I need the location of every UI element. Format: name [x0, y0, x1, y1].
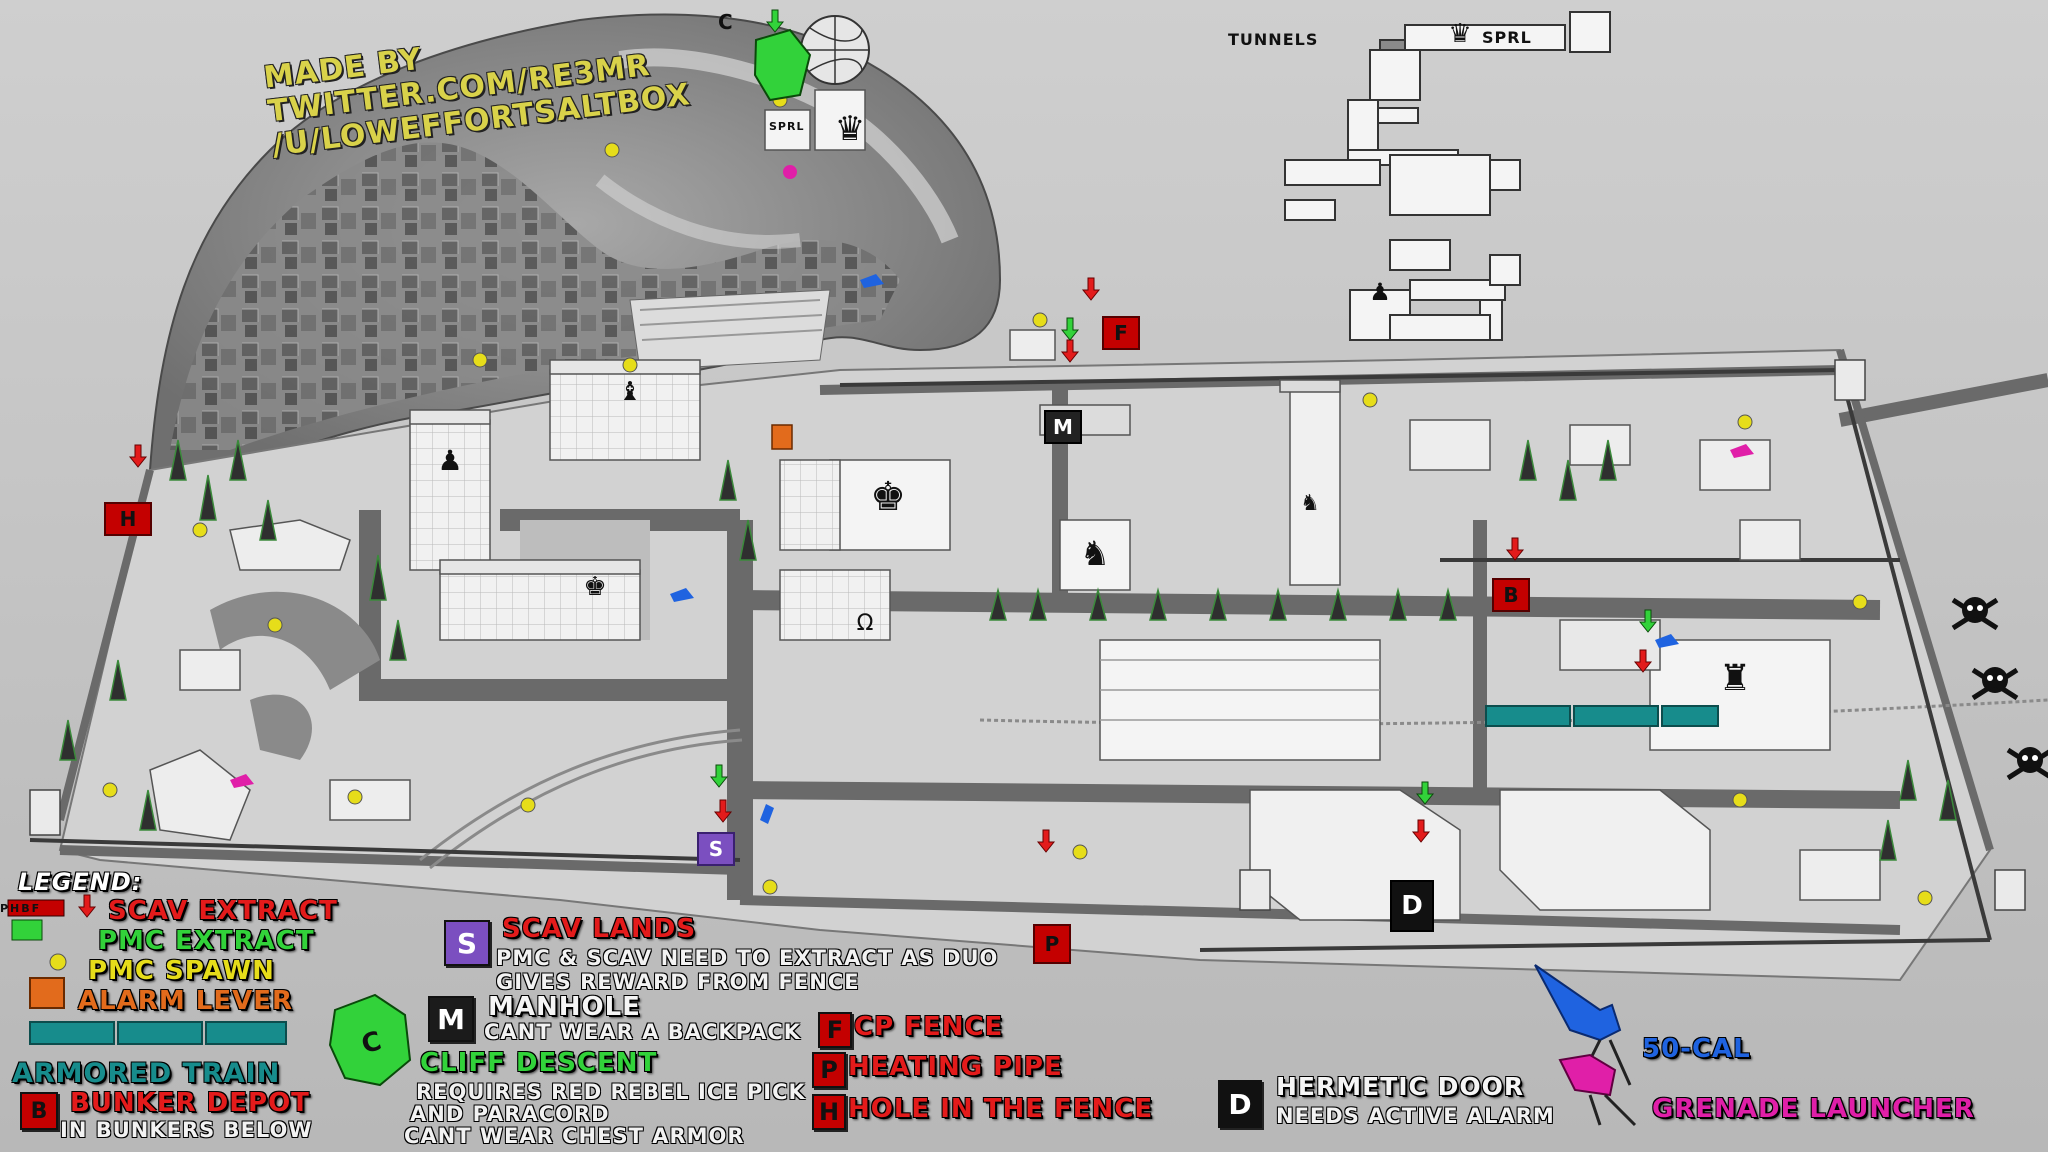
pmc-spawn-markers — [102, 92, 1933, 906]
map-marker-f: F — [1102, 316, 1140, 350]
legend-scav-lands-sub1: PMC & SCAV NEED TO EXTRACT AS DUO — [496, 946, 999, 970]
legend-armored-train: ARMORED TRAIN — [12, 1058, 281, 1089]
svg-text:♟: ♟ — [437, 444, 462, 477]
legend-scav-lands: SCAV LANDS — [502, 914, 696, 944]
legend-manhole-sub: CANT WEAR A BACKPACK — [484, 1020, 802, 1044]
fences — [29, 368, 1992, 952]
legend-scav-lands-text: SCAV LANDS — [502, 914, 697, 944]
map-marker-h: H — [104, 502, 152, 536]
legend-mini-icons: PHBF — [0, 902, 42, 915]
legend-cliff-descent: CLIFF DESCENT — [420, 1048, 658, 1078]
sprl-label: SPRL — [1482, 28, 1532, 47]
legend-alarm-lever: ALARM LEVER — [78, 986, 293, 1016]
map-marker-m: M — [1044, 410, 1082, 444]
legend-scav-extract: SCAV EXTRACT — [108, 896, 338, 926]
alarm-lever-marker — [771, 424, 793, 450]
scav-extract-arrows — [77, 277, 1653, 918]
legend-title: LEGEND: — [18, 868, 143, 896]
map-marker-c: C — [718, 10, 734, 34]
legend-bunker-depot: BUNKER DEPOT — [70, 1088, 310, 1118]
svg-text:♛: ♛ — [835, 109, 865, 149]
legend-hermetic-door: HERMETIC DOOR — [1276, 1072, 1525, 1101]
legend-manhole: MANHOLE — [488, 992, 641, 1022]
legend-scav-lands-box: S — [444, 920, 490, 966]
svg-text:♚: ♚ — [583, 572, 606, 602]
pmc-extract-arrows — [709, 9, 1658, 805]
svg-text:♞: ♞ — [1080, 534, 1110, 574]
trees — [59, 439, 1957, 861]
legend-cp-fence: CP FENCE — [854, 1012, 1004, 1042]
legend-fifty-cal: 50-CAL — [1642, 1034, 1751, 1064]
svg-text:♞: ♞ — [1300, 491, 1320, 516]
map-marker-b: B — [1492, 578, 1530, 612]
legend-hole-fence: HOLE IN THE FENCE — [848, 1094, 1154, 1124]
legend-grenade-launcher: GRENADE LAUNCHER — [1652, 1094, 1975, 1124]
fifty-cal-markers — [670, 274, 1679, 824]
map-marker-sprl-small: SPRL — [769, 120, 805, 133]
svg-text:♚: ♚ — [870, 474, 906, 520]
watch-towers — [29, 359, 2026, 911]
map-marker-d: D — [1390, 880, 1434, 932]
tunnels-map — [1284, 11, 1611, 341]
legend-cliff-sub3: CANT WEAR CHEST ARMOR — [404, 1124, 745, 1148]
legend-pmc-spawn: PMC SPAWN — [88, 956, 275, 986]
chess-icons: ♚ ♛ ♞ ♜ ♟ ♝ ♚ ♛ ♟ ♞ Ω — [437, 19, 1751, 699]
legend-heating-pipe: HEATING PIPE — [848, 1052, 1063, 1082]
svg-text:♟: ♟ — [1369, 278, 1391, 306]
legend-bunker-depot-sub: IN BUNKERS BELOW — [60, 1118, 313, 1142]
legend-cliff-sub1: REQUIRES RED REBEL ICE PICK — [416, 1080, 806, 1104]
tunnels-label: TUNNELS — [1228, 30, 1319, 49]
svg-text:Ω: Ω — [857, 611, 874, 636]
armored-train — [1485, 705, 1719, 727]
buildings — [149, 15, 1881, 921]
cliff-descent-marker — [753, 28, 812, 102]
legend-hermetic-sub: NEEDS ACTIVE ALARM — [1276, 1104, 1555, 1128]
legend-bunker-box: B — [20, 1092, 58, 1130]
map-marker-s: S — [697, 832, 735, 866]
legend-d-box: D — [1218, 1080, 1262, 1128]
legend-manhole-box: M — [428, 996, 474, 1042]
grenade-launcher-markers — [230, 165, 1754, 788]
legend-f-box: F — [818, 1012, 852, 1048]
legend-graphics — [7, 899, 1637, 1127]
legend-h-box: H — [812, 1094, 846, 1130]
skull-icons — [1951, 597, 2048, 781]
svg-text:♛: ♛ — [1448, 19, 1471, 49]
svg-text:♝: ♝ — [618, 377, 641, 407]
legend-p-box: P — [812, 1052, 846, 1088]
legend-scav-lands-sub2: GIVES REWARD FROM FENCE — [496, 970, 860, 994]
svg-text:♜: ♜ — [1719, 658, 1751, 699]
legend-cliff-sub2: AND PARACORD — [410, 1102, 610, 1126]
legend-pmc-extract: PMC EXTRACT — [98, 926, 315, 956]
map-marker-p: P — [1033, 924, 1071, 964]
